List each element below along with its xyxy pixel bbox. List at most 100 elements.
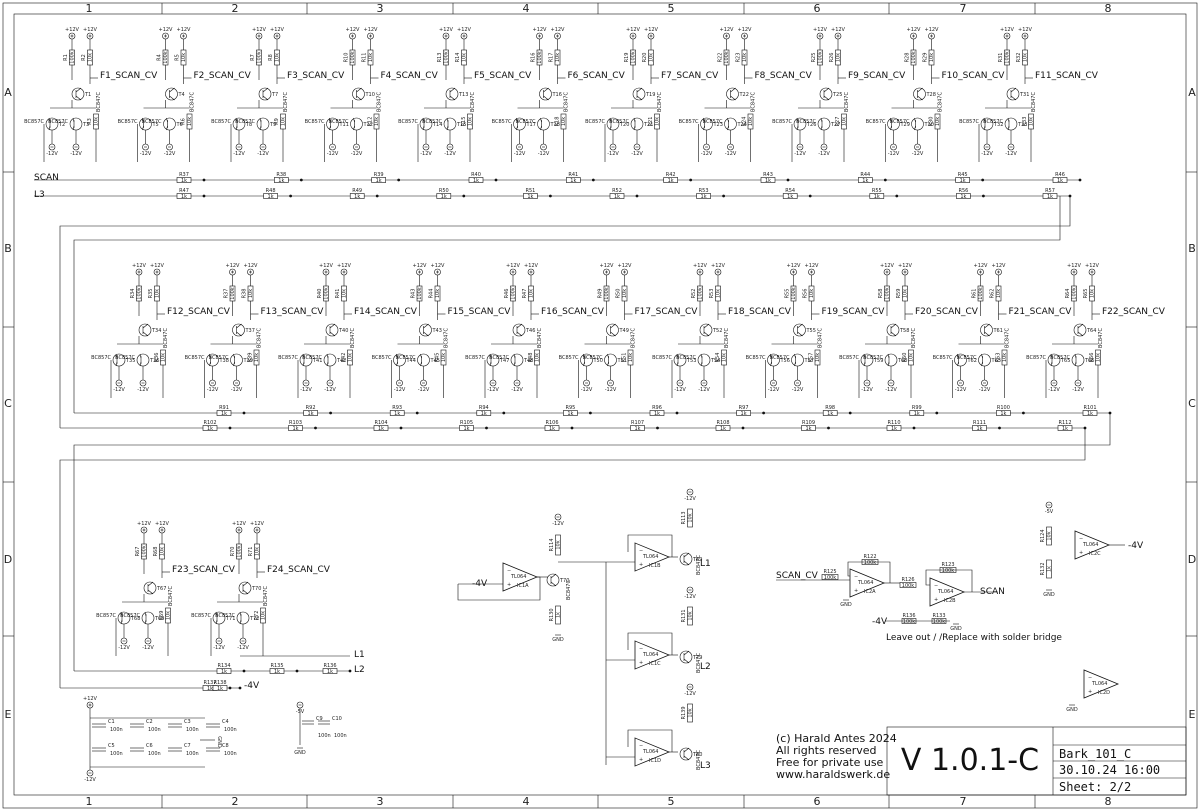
transistor-type: BC857C: [866, 119, 886, 125]
junction-dot: [348, 669, 352, 673]
transistor: T34: [138, 323, 161, 337]
supply-label: +12V: [787, 263, 802, 269]
resistor-value: 10k: [535, 353, 541, 362]
resistor-value: 100k: [818, 51, 824, 64]
junction-dot: [494, 178, 498, 182]
supply-circle: [259, 143, 267, 151]
transistor-body: [71, 87, 85, 101]
wire: [169, 95, 175, 101]
transistor-body: [884, 353, 898, 367]
opamp-type: TL064: [1091, 681, 1107, 687]
transistor-body: [141, 611, 155, 625]
bus-resistor-body: [322, 668, 338, 674]
wire: [353, 125, 355, 131]
opamp-ref: IC1A: [517, 583, 529, 589]
supply-label: +12V: [413, 263, 428, 269]
wire: [983, 117, 986, 123]
resistor-value: 10k: [996, 289, 1002, 298]
resistor-value: 100k: [791, 287, 797, 300]
transistor-ref: T3: [82, 122, 89, 128]
transistor-type: BC857C: [465, 355, 485, 361]
supply-pos-symbol: +12V: [439, 27, 454, 40]
transistor-type: BC847C: [168, 586, 174, 606]
grid-col-2: 2: [232, 2, 239, 15]
transistor-ref: T22: [739, 92, 749, 98]
supply-pos-symbol: +12V: [644, 27, 659, 40]
opamp-ref: IC2B: [944, 598, 956, 604]
wire: [516, 323, 523, 329]
supply-pos-symbol: +12V: [880, 263, 895, 276]
transistor-body: [699, 323, 713, 337]
resistor-value: 100k: [911, 51, 917, 64]
supply-circle: [686, 488, 694, 496]
resistor-value: 1k: [1047, 566, 1053, 572]
supply-label: -12V: [514, 151, 526, 157]
wire: [147, 589, 154, 595]
bus-resistor-body: [1042, 193, 1058, 199]
transistor-type: BC847C: [696, 653, 702, 673]
resistor-ref: R28: [905, 53, 911, 63]
transistor-type: BC847C: [911, 328, 917, 348]
resistor-value: 100k: [933, 619, 946, 625]
wire: [1074, 353, 1077, 359]
resistor-body: [1046, 526, 1052, 546]
bus-resistor-ref: R53: [699, 188, 709, 194]
wire: [550, 581, 557, 587]
junction-dot: [242, 669, 246, 673]
resistor-value: 10k: [468, 117, 474, 126]
resistor-ref: R2: [81, 54, 87, 61]
opamp-plus: +: [934, 597, 938, 603]
supply-label: -12V: [511, 387, 523, 393]
resistor-ref: R113: [681, 511, 687, 524]
bus-resistor-body: [956, 193, 971, 199]
capacitor-ref: C5: [108, 743, 115, 749]
resistor-value: 10k: [815, 353, 821, 362]
transistor-type: BC857C: [585, 119, 605, 125]
resistor-value: 10k: [1029, 117, 1035, 126]
bus-resistor-ref: R46: [1055, 172, 1065, 178]
supply-label: +12V: [1067, 263, 1082, 269]
ground-symbol: GND: [1066, 704, 1078, 713]
opamp-triangle: [634, 542, 671, 572]
supply-label: +12V: [551, 27, 566, 33]
transistor-ref: T65: [1060, 358, 1070, 364]
grid-col-4: 4: [523, 2, 530, 15]
transistor-ref: T54: [710, 358, 720, 364]
supply-pos-symbol: +12V: [600, 263, 614, 276]
grid-row-A-left: A: [4, 86, 12, 99]
transistor-type: BC857C: [118, 119, 138, 125]
capacitor-ref: C1: [108, 719, 115, 725]
resistor-ref: R43: [411, 289, 417, 299]
transistor-body: [417, 353, 430, 367]
resistor-value: 10k: [561, 117, 567, 126]
resistor-ref: R139: [681, 706, 687, 719]
transistor-ref: T70: [559, 578, 569, 584]
supply-label: -12V: [113, 387, 125, 393]
wire: [727, 117, 729, 123]
supply-neg-symbol: -12V: [164, 143, 176, 157]
junction-dot: [1022, 411, 1025, 415]
supply-pos-symbol: +12V: [270, 27, 285, 40]
supply-label: -12V: [394, 387, 406, 393]
transistor-ref: T9: [269, 122, 276, 128]
supply-label: -12V: [84, 777, 96, 783]
transistor-ref: T61: [993, 328, 1003, 334]
supply-circle: [794, 379, 801, 387]
channel-label: F9_SCAN_CV: [848, 71, 906, 81]
supply-label: -12V: [861, 387, 873, 393]
supply-neg-symbol: -12V: [46, 143, 58, 157]
supply-label: -12V: [142, 645, 154, 651]
wire: [890, 331, 897, 337]
supply-circle: [489, 379, 497, 387]
transistor-type: BC857C: [96, 613, 116, 619]
transistor-ref: T57: [804, 358, 814, 364]
